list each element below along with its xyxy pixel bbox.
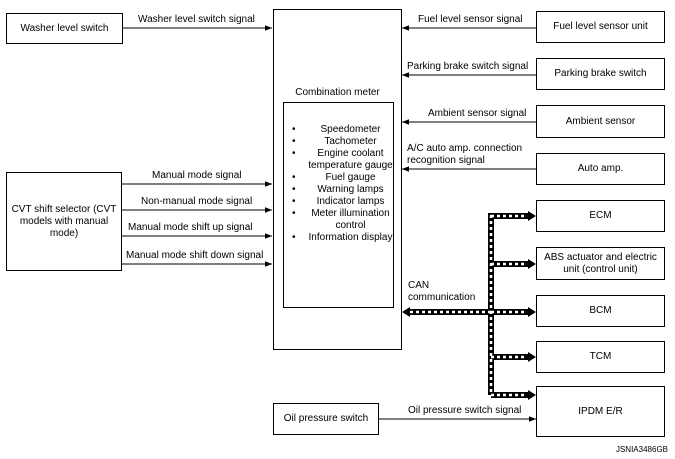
ambient-signal-label: Ambient sensor signal [428, 108, 527, 119]
abs-actuator-box: ABS actuator and electric unit (control … [536, 247, 665, 280]
figure-code: JSNIA3486GB [615, 445, 668, 454]
washer-level-switch-box: Washer level switch [6, 13, 123, 44]
can-communication-label: CAN communication [408, 280, 476, 303]
fuel-level-sensor-unit-box: Fuel level sensor unit [536, 11, 665, 43]
meter-functions-box: SpeedometerTachometerEngine coolant temp… [283, 102, 394, 308]
oil-pressure-switch-label: Oil pressure switch [283, 413, 369, 424]
shift-down-signal-label: Manual mode shift down signal [126, 250, 264, 261]
ac-auto-amp-signal-label: A/C auto amp. connection recognition sig… [407, 143, 523, 166]
shift-up-signal-label: Manual mode shift up signal [128, 222, 253, 233]
can-bus [402, 211, 536, 400]
meter-function-item: Speedometer [292, 124, 402, 136]
manual-mode-signal-label: Manual mode signal [152, 170, 242, 181]
ambient-sensor-label: Ambient sensor [565, 115, 636, 127]
meter-functions-list: SpeedometerTachometerEngine coolant temp… [292, 124, 402, 244]
cvt-shift-selector-box: CVT shift selector (CVT models with manu… [6, 172, 122, 271]
ipdm-label: IPDM E/R [578, 405, 623, 417]
combination-meter-title: Combination meter [295, 87, 380, 98]
auto-amp-box: Auto amp. [536, 153, 665, 185]
meter-function-item: Indicator lamps [292, 196, 402, 208]
washer-level-switch-label: Washer level switch [20, 22, 109, 34]
ambient-sensor-box: Ambient sensor [536, 105, 665, 138]
combination-meter-box: Combination meter SpeedometerTachometerE… [273, 9, 402, 350]
meter-function-item: Engine coolant temperature gauge [292, 148, 402, 172]
abs-actuator-label: ABS actuator and electric unit (control … [544, 251, 657, 275]
non-manual-mode-signal-label: Non-manual mode signal [141, 196, 253, 207]
ipdm-box: IPDM E/R [536, 386, 665, 437]
meter-function-item: Tachometer [292, 136, 402, 148]
meter-function-item: Warning lamps [292, 184, 402, 196]
tcm-label: TCM [589, 351, 612, 362]
washer-level-signal-label: Washer level switch signal [138, 14, 255, 25]
ecm-label: ECM [589, 210, 612, 221]
bcm-label: BCM [589, 305, 612, 316]
oil-pressure-switch-box: Oil pressure switch [273, 403, 379, 435]
parking-brake-switch-box: Parking brake switch [536, 58, 665, 90]
bcm-box: BCM [536, 295, 665, 327]
auto-amp-label: Auto amp. [577, 163, 624, 174]
meter-function-item: Meter illumination control [292, 208, 402, 232]
cvt-shift-selector-label: CVT shift selector (CVT models with manu… [11, 203, 117, 239]
ecm-box: ECM [536, 200, 665, 232]
parking-brake-signal-label: Parking brake switch signal [407, 61, 529, 72]
fuel-level-signal-label: Fuel level sensor signal [418, 14, 523, 25]
oil-pressure-signal-label: Oil pressure switch signal [408, 405, 522, 416]
tcm-box: TCM [536, 341, 665, 373]
meter-function-item: Information display [292, 232, 402, 244]
fuel-level-sensor-unit-label: Fuel level sensor unit [553, 21, 648, 32]
meter-function-item: Fuel gauge [292, 172, 402, 184]
parking-brake-switch-label: Parking brake switch [554, 68, 647, 79]
